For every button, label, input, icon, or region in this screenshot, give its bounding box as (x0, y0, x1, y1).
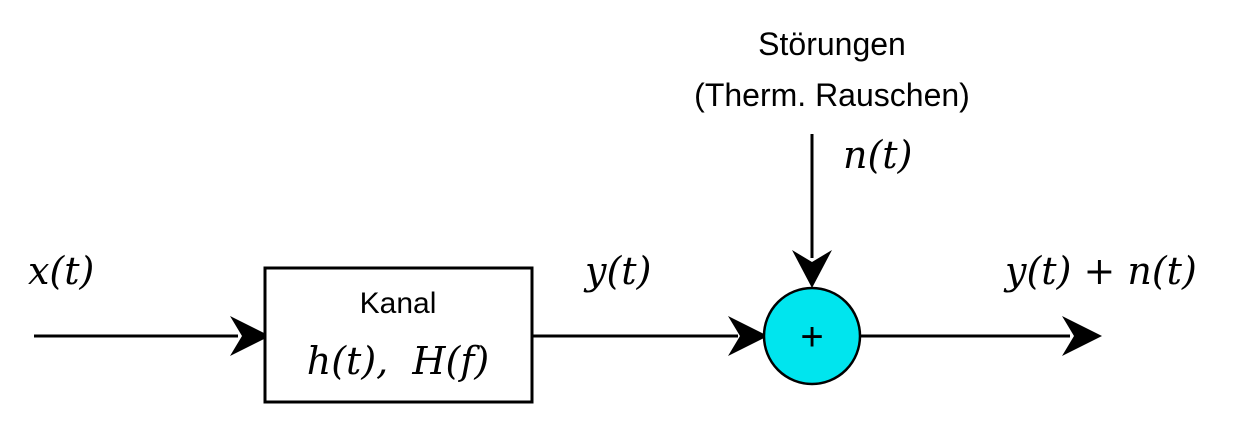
disturbance-title: Störungen (758, 26, 906, 62)
adder-plus-icon: + (800, 315, 823, 359)
channel-output-arrow (532, 316, 768, 356)
input-arrow (34, 316, 270, 356)
output-arrow (860, 316, 1102, 356)
noise-arrow (792, 134, 832, 288)
input-signal-label: x(t) (28, 249, 94, 293)
disturbance-subtitle: (Therm. Rauschen) (694, 77, 970, 113)
channel-title: Kanal (360, 287, 437, 320)
noise-signal-label: n(t) (843, 133, 912, 177)
channel-block (263, 266, 534, 404)
channel-output-label: y(t) (583, 249, 651, 293)
output-signal-label: y(t) + n(t) (1003, 249, 1197, 293)
channel-transfer-function: h(t), H(f) (307, 339, 490, 383)
